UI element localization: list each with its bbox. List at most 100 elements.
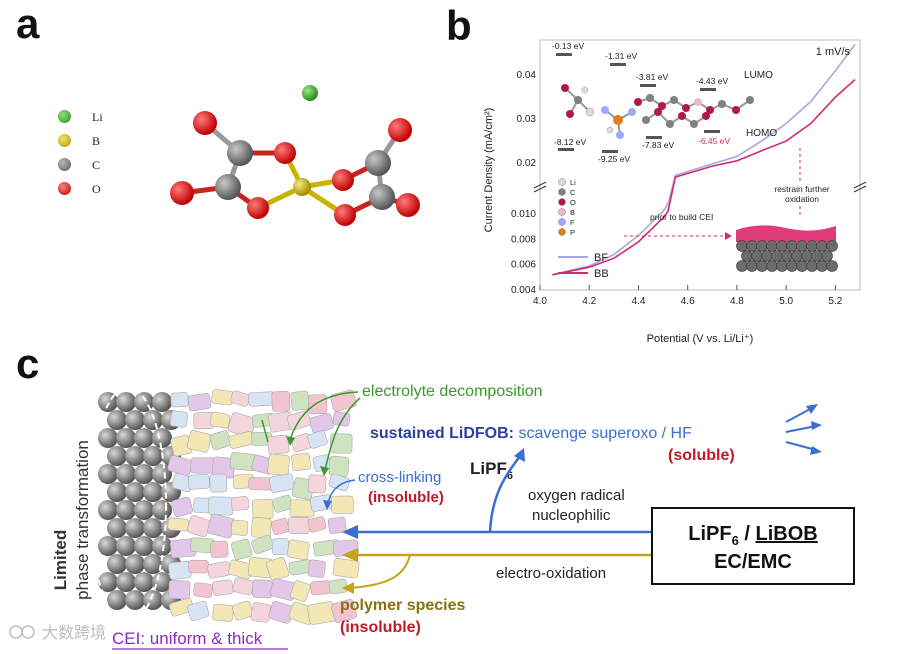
- cathode-particle: [746, 240, 758, 252]
- x-tick-label: 4.8: [730, 296, 744, 307]
- cei-block: [327, 516, 347, 534]
- cathode-sphere: [98, 536, 118, 556]
- cathode-particle: [816, 240, 828, 252]
- cathode-sphere: [152, 392, 172, 412]
- atom-b-icon: [558, 208, 566, 216]
- cei-block: [290, 390, 310, 411]
- o-atom: [396, 193, 420, 217]
- cei-mechanism-diagram: Limited phase transformation electrolyte…: [9, 383, 855, 650]
- level-bar: [558, 148, 574, 151]
- cathode-sphere: [116, 572, 136, 592]
- cei-block: [286, 539, 310, 561]
- cathode-particle: [761, 250, 773, 262]
- c-atom: [365, 150, 391, 176]
- cei-block: [328, 578, 348, 595]
- cathode-particle: [756, 260, 768, 272]
- cei-block: [193, 582, 213, 598]
- cei-block: [186, 430, 212, 453]
- cathode-particle: [736, 260, 748, 272]
- cathode-sphere: [107, 518, 127, 538]
- o-atom: [170, 181, 194, 205]
- cei-particle-illustration: [736, 225, 838, 272]
- electrolyte-decomposition-label: electrolyte decomposition: [362, 383, 543, 400]
- cei-block: [267, 434, 290, 455]
- series-lines: [552, 43, 856, 276]
- y-tick-label: 0.04: [517, 70, 537, 81]
- cei-block: [167, 517, 190, 532]
- y-tick-label: 0.02: [517, 158, 537, 169]
- side-label-phase: phase transformation: [73, 440, 92, 600]
- cei-block: [332, 557, 360, 579]
- cathode-sphere: [125, 590, 145, 610]
- cathode-particle: [826, 240, 838, 252]
- watermark-logo-icon: [9, 625, 23, 639]
- cei-block: [187, 474, 210, 490]
- atom-o-icon: [558, 198, 566, 206]
- watermark-text: 大数跨境: [42, 623, 106, 642]
- cei-block: [270, 518, 290, 535]
- restrain-line-1: restrain further: [774, 184, 829, 194]
- cathode-sphere: [143, 482, 163, 502]
- atom-legend-label: P: [570, 228, 575, 237]
- y-tick-label: 0.008: [511, 234, 536, 245]
- cathode-sphere: [152, 500, 172, 520]
- cei-block: [330, 599, 358, 624]
- atom-legend-label: F: [570, 218, 575, 227]
- cei-block: [209, 411, 231, 429]
- cei-block: [267, 453, 291, 476]
- cei-block: [169, 597, 194, 617]
- b-atom-icon: [58, 134, 71, 147]
- cathode-sphere: [107, 446, 127, 466]
- decomp-arrow-1: [289, 391, 359, 441]
- energy-level-7: -9.25 eV: [598, 154, 630, 164]
- li-atom: [302, 85, 318, 101]
- atom-legend-label: B: [570, 208, 575, 217]
- energy-level-5: -6.45 eV: [698, 136, 730, 146]
- cross-link-arrowhead: [323, 500, 332, 510]
- decomp-arrow-3: [261, 419, 269, 443]
- plot-frame: [539, 39, 861, 291]
- cathode-particle: [736, 240, 748, 252]
- cei-block: [169, 410, 189, 428]
- homo-label: HOMO: [746, 128, 777, 139]
- cei-block: [291, 452, 311, 472]
- cathode-particle: [751, 250, 763, 262]
- cathode-sphere: [98, 500, 118, 520]
- cei-block: [212, 579, 234, 596]
- cathode-sphere: [125, 554, 145, 574]
- b-atom: [293, 178, 311, 196]
- cei-block: [208, 496, 234, 516]
- cei-block: [330, 433, 353, 454]
- electro-oxidation-arrowhead: [342, 548, 358, 562]
- cei-block: [332, 411, 351, 427]
- cathode-particle: [776, 240, 788, 252]
- soluble-label: (soluble): [668, 447, 735, 464]
- o-atom: [334, 204, 356, 226]
- cathode-particle: [816, 260, 828, 272]
- cei-blocks: [167, 389, 360, 625]
- cei-block: [271, 538, 290, 556]
- cei-block: [250, 602, 271, 623]
- cathode-particle: [791, 250, 803, 262]
- cathode-particle: [796, 240, 808, 252]
- cei-uniform-label: CEI: uniform & thick: [112, 629, 263, 648]
- cei-block: [212, 603, 234, 622]
- cathode-sphere: [143, 410, 163, 430]
- cei-block: [310, 580, 332, 596]
- cei-block: [265, 556, 290, 581]
- watermark: 大数跨境: [9, 623, 106, 642]
- legend-label-bf: BF: [594, 252, 608, 264]
- panel-a-letter: a: [16, 0, 40, 47]
- cathode-particle: [781, 250, 793, 262]
- cei-block: [307, 516, 327, 533]
- nucleophilic-label: nucleophilic: [532, 507, 611, 524]
- cei-block: [248, 391, 275, 407]
- li-atom-icon: [58, 110, 71, 123]
- level-bar: [700, 88, 716, 91]
- decomp-arrowhead-1: [286, 436, 295, 446]
- energy-level-6: -8.12 eV: [554, 137, 586, 147]
- x-tick-label: 5.0: [779, 296, 793, 307]
- cathode-particle: [746, 260, 758, 272]
- axis-break-marks: [533, 181, 867, 193]
